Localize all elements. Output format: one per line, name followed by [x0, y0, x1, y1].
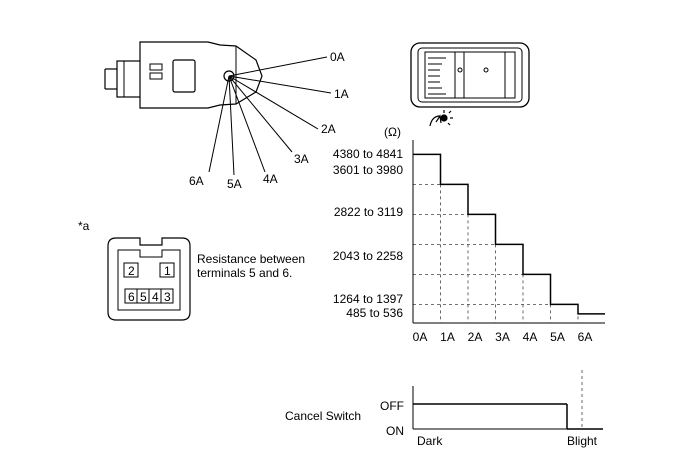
resistance-note-line2: terminals 5 and 6. — [197, 266, 292, 280]
position-label-5A: 5A — [227, 177, 242, 191]
position-label-4A: 4A — [263, 172, 278, 186]
cancel-state-on: ON — [386, 424, 404, 438]
terminal-1-label: 1 — [164, 264, 171, 278]
y-tick-label: 2822 to 3119 — [334, 205, 404, 219]
terminal-3 — [160, 288, 174, 304]
x-tick-label: 6A — [578, 330, 593, 344]
cancel-switch-title: Cancel Switch — [285, 409, 361, 423]
position-label-0A: 0A — [330, 50, 345, 64]
connector: 2 1 6 5 4 3 — [107, 237, 191, 321]
x-tick-label: 4A — [523, 330, 538, 344]
terminal-2-label: 2 — [128, 264, 135, 278]
y-tick-label: 3601 to 3980 — [333, 163, 403, 177]
terminal-5-label: 5 — [140, 290, 147, 304]
chart-y-unit: (Ω) — [384, 125, 401, 139]
connector-marker: *a — [78, 219, 90, 233]
terminal-2 — [123, 262, 139, 278]
switch-housing — [139, 41, 263, 109]
y-tick-label: 4380 to 4841 — [333, 147, 403, 161]
x-tick-label: 3A — [495, 330, 510, 344]
resistance-step-line — [413, 153, 605, 315]
y-tick-label: 1264 to 1397 — [333, 292, 403, 306]
resistance-note-line1: Resistance between — [197, 252, 305, 266]
light-control-switch — [104, 41, 263, 109]
dimmer-switch — [410, 42, 530, 108]
position-label-6A: 6A — [189, 174, 204, 188]
terminal-3-label: 3 — [164, 290, 171, 304]
x-label-blight: Blight — [567, 434, 598, 448]
cancel-switch-chart: OFF ON Dark Blight — [380, 370, 603, 448]
y-tick-label: 485 to 536 — [346, 306, 403, 320]
cancel-state-off: OFF — [380, 399, 404, 413]
x-tick-label: 0A — [413, 330, 428, 344]
terminal-1 — [159, 262, 175, 278]
switch-position-lines — [208, 56, 332, 176]
y-tick-label: 2043 to 2258 — [333, 249, 403, 263]
terminal-6-label: 6 — [128, 290, 135, 304]
light-adjust-icon — [429, 110, 453, 127]
position-label-2A: 2A — [321, 122, 336, 136]
position-label-1A: 1A — [334, 87, 349, 101]
x-tick-label: 5A — [550, 330, 565, 344]
position-label-3A: 3A — [294, 152, 309, 166]
x-tick-label: 2A — [468, 330, 483, 344]
x-label-dark: Dark — [417, 434, 443, 448]
terminal-4-label: 4 — [152, 290, 159, 304]
x-tick-label: 1A — [440, 330, 455, 344]
resistance-chart: 4380 to 4841 3601 to 3980 2822 to 3119 2043… — [333, 140, 605, 344]
